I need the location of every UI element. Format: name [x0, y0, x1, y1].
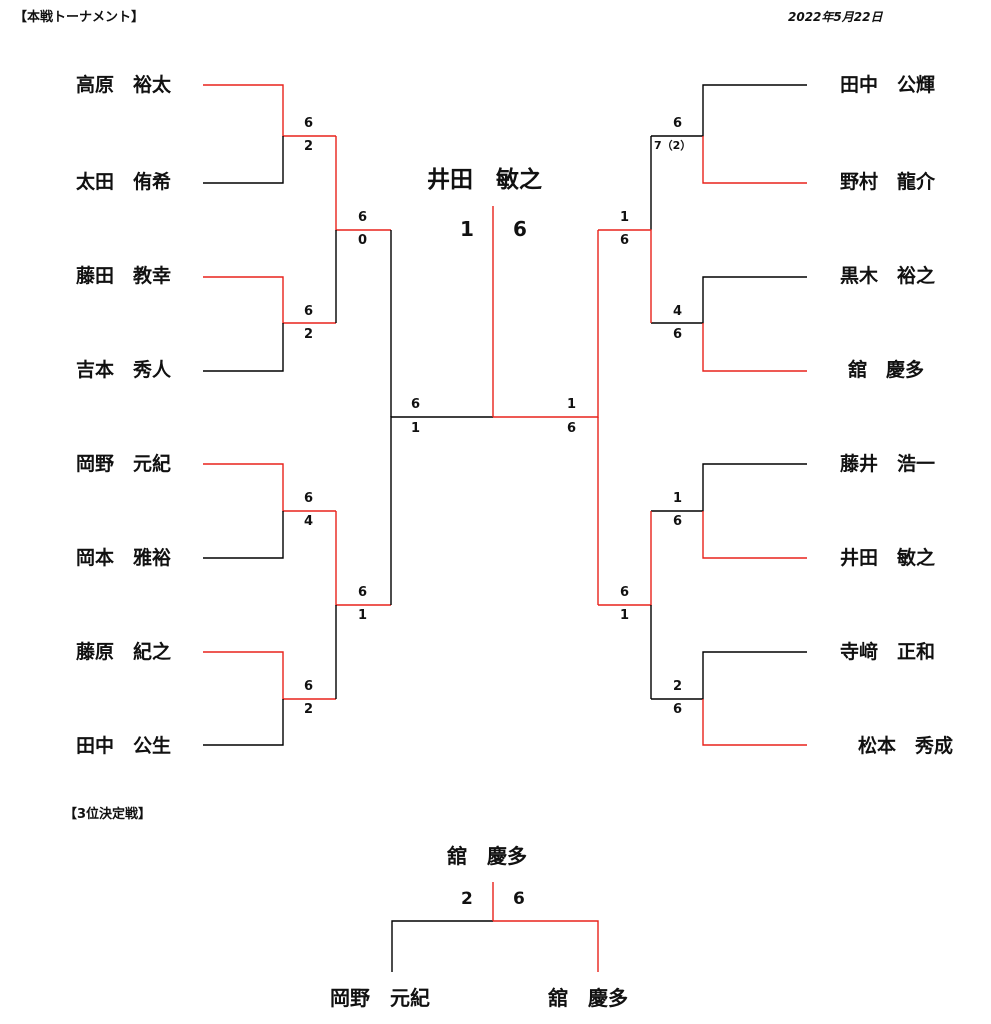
right-r2-match1-score-top: 1 [620, 210, 630, 225]
left-r1-match2-score-top: 6 [304, 304, 314, 319]
event-date: 2022年5月22日 [788, 10, 883, 24]
right-sf-top-line [493, 230, 599, 418]
right-r1-m2-bottom-line [702, 323, 807, 372]
left-player-3: 藤田 教幸 [75, 265, 171, 287]
right-r2-match2-score-top: 6 [620, 585, 630, 600]
third-place-winner: 舘 慶多 [447, 844, 527, 868]
left-player-8: 田中 公生 [75, 735, 171, 757]
right-player-2: 野村 龍介 [840, 171, 936, 193]
right-r2-match2-score-bottom: 1 [620, 608, 630, 623]
left-r1-match2-score-bottom: 2 [304, 327, 314, 342]
third-place-score-right: 6 [513, 889, 525, 909]
left-player-5: 岡野 元紀 [75, 453, 171, 475]
right-player-7: 寺﨑 正和 [840, 641, 936, 663]
left-sf-score-top: 6 [411, 397, 421, 412]
third-right-line [493, 920, 599, 972]
left-r1-match4-score-bottom: 2 [304, 702, 314, 717]
left-player-6: 岡本 雅裕 [75, 547, 171, 569]
right-r1-m3-top-line [651, 463, 807, 512]
left-r1-m1-bottom-line [203, 136, 284, 184]
final-score-left: 1 [460, 217, 474, 241]
left-r1-match1-score-bottom: 2 [304, 139, 314, 154]
right-r1-m1-top-line [651, 84, 807, 137]
left-player-7: 藤原 紀之 [75, 641, 171, 663]
left-r1-m2-bottom-line [203, 323, 284, 372]
left-r1-m1-top-line [203, 84, 336, 137]
right-r1-m2-top-line [651, 276, 807, 324]
right-sf-score-top: 1 [567, 397, 577, 412]
right-player-1: 田中 公輝 [840, 74, 936, 96]
third-place-title: 【3位決定戦】 [64, 807, 152, 822]
left-player-2: 太田 侑希 [75, 171, 171, 193]
right-r1-m4-top-line [651, 651, 807, 700]
left-sf-score-bottom: 1 [411, 421, 421, 436]
right-r1-match3-score-top: 1 [673, 491, 683, 506]
champion-name: 井田 敏之 [427, 167, 542, 193]
right-r1-match1-score-top: 6 [673, 116, 683, 131]
right-player-8: 松本 秀成 [858, 735, 954, 757]
third-place-score-left: 2 [461, 889, 473, 909]
right-r2-match1-score-bottom: 6 [620, 233, 630, 248]
right-sf-score-bottom: 6 [567, 421, 577, 436]
right-r1-m4-bottom-line [702, 699, 807, 746]
right-r1-match2-score-top: 4 [673, 304, 683, 319]
left-sf-bottom-line [390, 416, 493, 605]
final-score-right: 6 [513, 217, 527, 241]
third-place-player-left: 岡野 元紀 [330, 986, 430, 1010]
left-r1-m4-bottom-line [203, 699, 284, 746]
left-r1-match3-score-bottom: 4 [304, 514, 314, 529]
left-r2-match1-score-bottom: 0 [358, 233, 368, 248]
left-r2-match1-score-top: 6 [358, 210, 368, 225]
tournament-title: 【本戦トーナメント】 [14, 10, 145, 25]
left-player-1: 高原 裕太 [75, 74, 171, 96]
right-r1-match2-score-bottom: 6 [673, 327, 683, 342]
left-r2-match2-score-top: 6 [358, 585, 368, 600]
left-r1-m3-top-line [203, 463, 336, 512]
right-r1-match3-score-bottom: 6 [673, 514, 683, 529]
left-player-4: 吉本 秀人 [75, 359, 171, 381]
right-player-3: 黒木 裕之 [840, 265, 936, 287]
right-player-6: 井田 敏之 [840, 547, 936, 569]
right-player-5: 藤井 浩一 [840, 453, 936, 475]
right-r1-m1-bottom-line [702, 136, 807, 184]
left-r1-m2-top-line [203, 276, 336, 324]
left-r1-match3-score-top: 6 [304, 491, 314, 506]
right-r1-match4-score-top: 2 [673, 679, 683, 694]
left-r1-match4-score-top: 6 [304, 679, 314, 694]
right-r2-m1-bottom-line [598, 229, 652, 323]
third-left-line [391, 920, 493, 972]
left-r1-m4-top-line [203, 651, 336, 700]
left-r1-m3-bottom-line [203, 511, 284, 559]
left-r1-match1-score-top: 6 [304, 116, 314, 131]
right-r1-match4-score-bottom: 6 [673, 702, 683, 717]
left-r2-match2-score-bottom: 1 [358, 608, 368, 623]
right-r1-match1-score-bottom: 7（2） [654, 139, 692, 152]
right-player-4: 舘 慶多 [848, 359, 925, 381]
right-r1-m3-bottom-line [702, 511, 807, 559]
third-place-player-right: 舘 慶多 [548, 986, 628, 1010]
